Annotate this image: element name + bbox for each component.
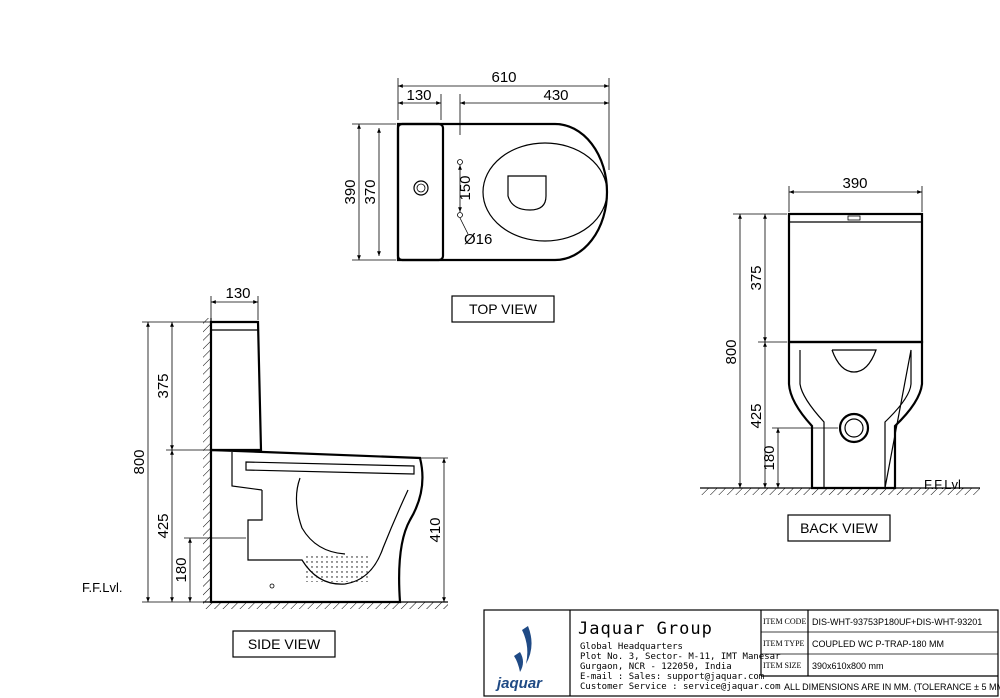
item-size-key: ITEM SIZE <box>763 661 802 670</box>
side-view: 130 800 375 425 180 410 F.F.Lvl. SIDE VI… <box>82 285 448 658</box>
jaquar-logo-mark <box>522 626 532 664</box>
top-dim-430: 430 <box>543 87 568 104</box>
side-dim-180: 180 <box>173 557 190 582</box>
back-dim-390: 390 <box>842 175 867 192</box>
side-floor-label: F.F.Lvl. <box>82 580 122 595</box>
side-dim-800: 800 <box>131 449 148 474</box>
item-code-key: ITEM CODE <box>763 617 806 626</box>
back-dim-180: 180 <box>761 445 778 470</box>
back-view-label: BACK VIEW <box>800 520 879 536</box>
dimension-note: ALL DIMENSIONS ARE IN MM. (TOLERANCE ± 5… <box>784 682 1000 692</box>
back-dim-425: 425 <box>748 403 765 428</box>
top-view-label: TOP VIEW <box>469 301 538 317</box>
company-name: Jaquar Group <box>578 619 713 639</box>
back-floor-label: F.F.Lvl. <box>924 477 964 492</box>
address-line-2: Plot No. 3, Sector- M-11, IMT Manesar <box>580 652 781 662</box>
top-dim-390: 390 <box>342 179 359 204</box>
back-view: 390 800 375 425 180 F.F.Lvl. BACK VIEW <box>700 175 980 542</box>
address-line-4: E-mail : Sales: support@jaquar.com <box>580 672 764 682</box>
top-dim-150: 150 <box>457 175 474 200</box>
address-line-5: Customer Service : service@jaquar.com <box>580 682 780 692</box>
logo-wordmark: jaquar <box>495 675 543 692</box>
top-dim-dia16: Ø16 <box>464 231 492 248</box>
back-dim-800: 800 <box>723 339 740 364</box>
side-view-label: SIDE VIEW <box>248 636 321 652</box>
side-dim-410: 410 <box>427 517 444 542</box>
side-dim-375: 375 <box>155 373 172 398</box>
top-dim-610: 610 <box>491 69 516 86</box>
item-code-value: DIS-WHT-93753P180UF+DIS-WHT-93201 <box>812 617 982 627</box>
title-block: jaquar Jaquar Group Global Headquarters … <box>483 609 1000 697</box>
back-dim-375: 375 <box>748 265 765 290</box>
address-line-1: Global Headquarters <box>580 642 683 652</box>
address-line-3: Gurgaon, NCR - 122050, India <box>580 662 732 672</box>
top-view: 610 130 430 390 370 150 Ø16 TOP VIEW <box>342 69 610 323</box>
side-dim-130: 130 <box>225 285 250 302</box>
side-dim-425: 425 <box>155 513 172 538</box>
top-dim-130: 130 <box>406 87 431 104</box>
top-dim-370: 370 <box>362 179 379 204</box>
item-type-value: COUPLED WC P-TRAP-180 MM <box>812 639 944 649</box>
item-size-value: 390x610x800 mm <box>812 661 884 671</box>
item-type-key: ITEM TYPE <box>763 639 805 648</box>
